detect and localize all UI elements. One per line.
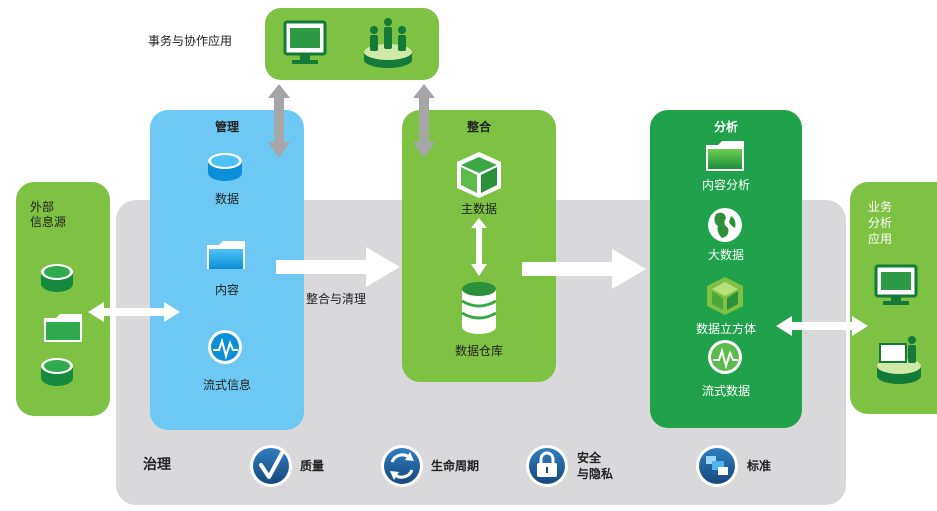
arrow-collab-manage [268, 84, 290, 158]
analyze-item-data-cube: 数据立方体 [695, 322, 756, 336]
integrate-title: 整合 [466, 120, 491, 134]
arrow-manage-integrate [276, 247, 400, 287]
analyze-item-streaming-data: 流式数据 [701, 384, 750, 398]
governance-standards-label: 标准 [747, 459, 772, 473]
data-cube-icon [707, 277, 743, 315]
arrow-integrate-analyze [522, 249, 646, 289]
streaming-icon [208, 330, 242, 364]
analyze-item-big-data: 大数据 [707, 248, 744, 262]
database-icon [208, 153, 242, 181]
business-user-icon [877, 336, 921, 384]
external-database-icon-2 [41, 358, 73, 386]
integrate-cleanse-label: 整合与清理 [306, 292, 367, 306]
external-sources-label-1: 外部 [30, 200, 55, 214]
manage-item-streaming: 流式信息 [202, 378, 251, 392]
data-warehouse-icon [461, 282, 497, 334]
folder-icon [207, 241, 245, 269]
checkmark-icon [250, 445, 292, 487]
external-sources-label-2: 信息源 [30, 215, 67, 229]
streaming-data-icon [708, 340, 742, 374]
integrate-item-master-data: 主数据 [460, 202, 497, 216]
collaboration-apps-label: 事务与协作应用 [148, 34, 233, 48]
team-icon [364, 18, 412, 68]
analyze-item-content-analytics: 内容分析 [701, 178, 750, 192]
governance-lifecycle-label: 生命周期 [431, 459, 480, 473]
manage-item-content: 内容 [214, 283, 239, 297]
governance-security-label-1: 安全 [577, 451, 602, 465]
business-apps-label-3: 应用 [868, 232, 893, 246]
monitor-icon [283, 20, 327, 64]
business-apps-label-1: 业务 [868, 200, 893, 214]
manage-title: 管理 [214, 120, 239, 134]
business-monitor-icon [874, 264, 918, 305]
arrow-analyze-business [776, 316, 868, 336]
external-folder-icon [44, 314, 82, 342]
governance-title: 治理 [143, 457, 171, 473]
content-analytics-folder-icon [706, 141, 744, 171]
external-database-icon-1 [41, 264, 73, 292]
lock-icon [526, 445, 568, 487]
business-apps-label-2: 分析 [868, 216, 893, 230]
governance-security-label-2: 与隐私 [577, 467, 614, 481]
analyze-title: 分析 [713, 120, 738, 134]
standards-icon [696, 445, 738, 487]
master-warehouse-arrow [471, 218, 487, 276]
arrow-external-manage [88, 302, 180, 322]
arrow-collab-integrate [413, 84, 435, 158]
governance-quality-label: 质量 [300, 459, 325, 473]
master-data-icon [457, 152, 501, 198]
globe-icon [708, 208, 742, 242]
manage-item-data: 数据 [214, 192, 239, 206]
integrate-item-warehouse: 数据仓库 [454, 344, 503, 358]
lifecycle-icon [381, 445, 423, 487]
